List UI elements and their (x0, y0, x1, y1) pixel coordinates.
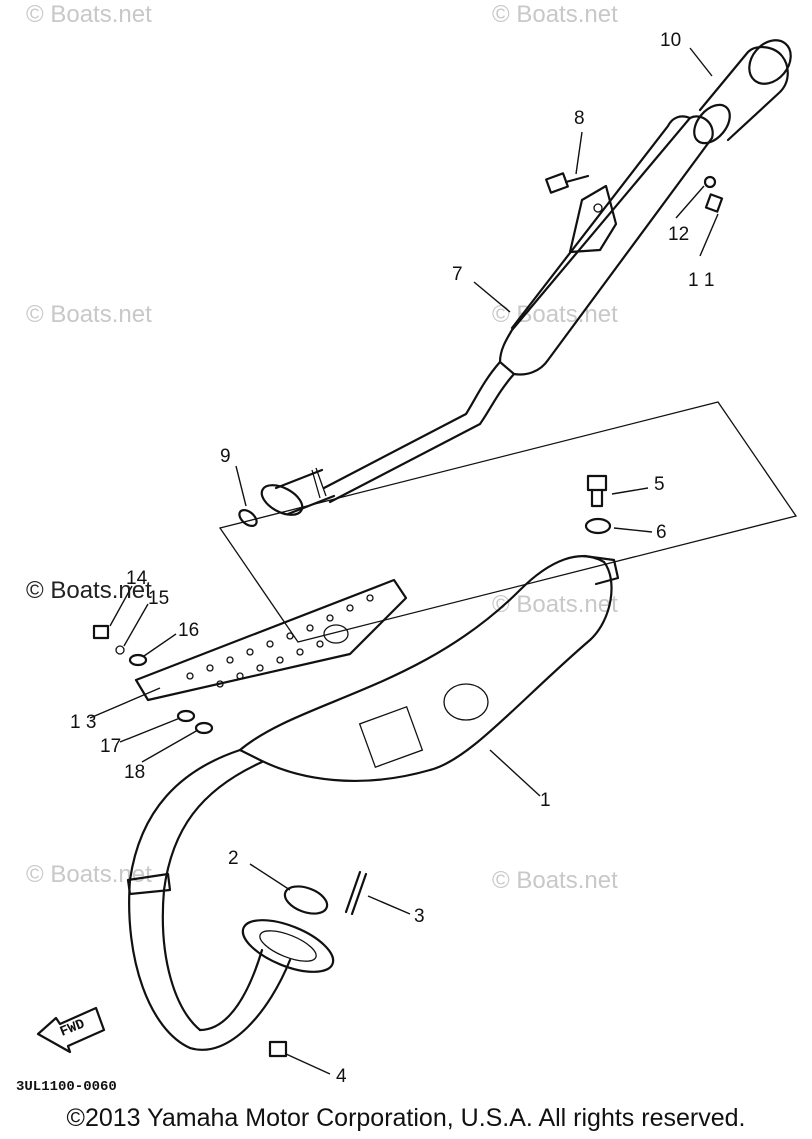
watermark: © Boats.net (492, 301, 618, 328)
watermark: © Boats.net (26, 301, 152, 328)
callout-2: 2 (228, 848, 239, 869)
watermark: © Boats.net (492, 867, 618, 894)
callout-13: 1 3 (70, 712, 96, 733)
shield-fasteners (92, 624, 214, 735)
exhaust-parts-diagram: © Boats.net © Boats.net © Boats.net © Bo… (16, 1, 798, 1095)
callout-16: 16 (178, 620, 199, 641)
callout-7: 7 (452, 264, 463, 285)
assembly-outline (218, 401, 798, 643)
watermark: © Boats.net (26, 577, 152, 604)
callout-1: 1 (540, 790, 551, 811)
callout-12: 12 (668, 224, 689, 245)
callout-10: 10 (660, 30, 681, 51)
callout-6: 6 (656, 522, 667, 543)
mount-bolt (586, 474, 608, 508)
copyright-notice: ©2013 Yamaha Motor Corporation, U.S.A. A… (66, 1104, 746, 1132)
nut (268, 1040, 288, 1058)
callout-9: 9 (220, 446, 231, 467)
callout-5: 5 (654, 474, 665, 495)
watermark: © Boats.net (26, 1, 152, 28)
exhaust-flange (241, 919, 335, 973)
callout-8: 8 (574, 108, 585, 129)
exhaust-gasket (283, 885, 329, 915)
callout-3: 3 (414, 906, 425, 927)
stud-bolt (344, 870, 368, 916)
watermark: © Boats.net (492, 591, 618, 618)
gasket (238, 508, 258, 528)
bolt (545, 172, 590, 194)
silencer (260, 115, 714, 516)
watermark: © Boats.net (492, 1, 618, 28)
washer (584, 517, 612, 535)
tail-pipe (693, 39, 792, 145)
leader-lines (89, 47, 719, 1075)
fwd-label: FWD (58, 1016, 87, 1040)
screw (703, 175, 724, 213)
callout-17: 17 (100, 736, 121, 757)
diagram-code: 3UL1100-0060 (16, 1079, 117, 1095)
callout-4: 4 (336, 1066, 347, 1087)
callout-18: 18 (124, 762, 145, 783)
callout-14: 14 (126, 568, 148, 589)
forward-arrow-icon: FWD (36, 1006, 106, 1054)
callout-15: 15 (148, 588, 169, 609)
heat-shield (134, 578, 408, 702)
callout-11: 1 1 (688, 270, 714, 291)
exhaust-chamber (126, 554, 620, 1051)
